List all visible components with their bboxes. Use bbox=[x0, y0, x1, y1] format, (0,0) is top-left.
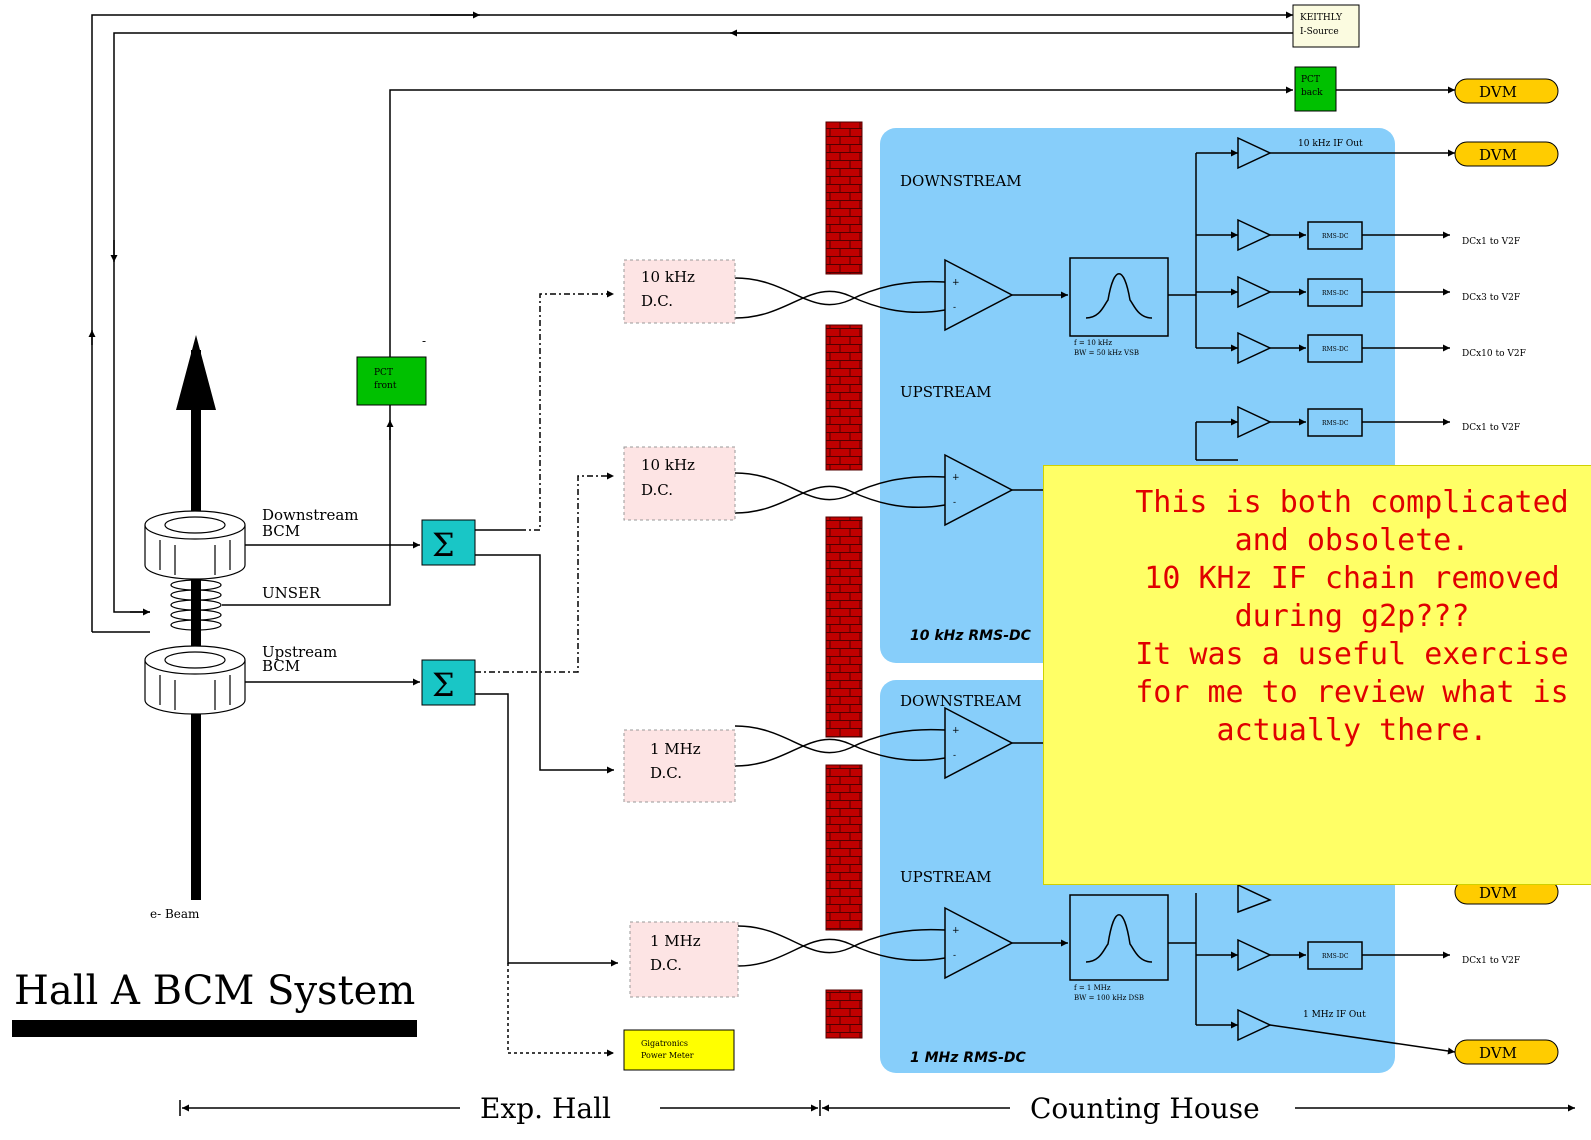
rms-dc-box-label: RMS-DC bbox=[1322, 420, 1349, 427]
downstream-bcm-label-1: Downstream bbox=[262, 506, 359, 524]
pct-back-box bbox=[1294, 66, 1337, 112]
amp-minus: - bbox=[953, 751, 956, 761]
label-upstream-2: UPSTREAM bbox=[900, 868, 991, 886]
wall-4 bbox=[825, 764, 863, 931]
dvm-1: DVM bbox=[1454, 78, 1559, 104]
dvm-label: DVM bbox=[1479, 146, 1517, 164]
output-dcx1-1: DCx1 to V2F bbox=[1462, 237, 1520, 247]
unser-label: UNSER bbox=[262, 584, 321, 602]
dc-label-1: 10 kHz bbox=[641, 456, 695, 474]
pct-front-label-1: PCT bbox=[374, 368, 393, 378]
stray-dash: - bbox=[422, 334, 426, 348]
dvm-2: DVM bbox=[1454, 141, 1559, 167]
dc-label-2: D.C. bbox=[650, 764, 682, 782]
label-10khz-rms-dc: 10 kHz RMS-DC bbox=[910, 628, 1032, 644]
wall-5 bbox=[825, 989, 863, 1039]
dc-1mhz-downstream: 1 MHz D.C. bbox=[623, 729, 736, 803]
wall-2 bbox=[825, 324, 863, 471]
label-downstream-1: DOWNSTREAM bbox=[900, 172, 1022, 190]
label-1mhz-if-out: 1 MHz IF Out bbox=[1303, 1010, 1366, 1020]
note-line-1: This is both complicated bbox=[1135, 485, 1569, 520]
dc-10khz-downstream: 10 kHz D.C. bbox=[623, 259, 736, 324]
dvm-label: DVM bbox=[1479, 1044, 1517, 1062]
dvm-label: DVM bbox=[1479, 83, 1517, 101]
pct-back-label-2: back bbox=[1301, 88, 1323, 98]
pct-back-label-1: PCT bbox=[1301, 75, 1320, 85]
dc-label-2: D.C. bbox=[650, 956, 682, 974]
rms-dc-box-label: RMS-DC bbox=[1322, 233, 1349, 240]
wall-3 bbox=[825, 516, 863, 738]
title-underline bbox=[12, 1020, 417, 1037]
dc-label-2: D.C. bbox=[641, 292, 673, 310]
sigma-icon: Σ bbox=[432, 526, 455, 564]
counting-house-label: Counting House bbox=[1030, 1092, 1260, 1125]
rms-dc-box-label: RMS-DC bbox=[1322, 346, 1349, 353]
rms-dc-box-label: RMS-DC bbox=[1322, 290, 1349, 297]
label-downstream-2: DOWNSTREAM bbox=[900, 692, 1022, 710]
output-dcx10: DCx10 to V2F bbox=[1462, 349, 1526, 359]
pct-front-label-2: front bbox=[374, 381, 397, 391]
amp-minus: - bbox=[953, 498, 956, 508]
sum-block-upstream: Σ bbox=[421, 659, 476, 706]
sigma-icon: Σ bbox=[432, 666, 455, 704]
note-line-5: It was a useful exercise bbox=[1135, 637, 1569, 672]
exp-hall-label: Exp. Hall bbox=[480, 1092, 611, 1125]
note-line-3: 10 KHz IF chain removed bbox=[1144, 561, 1560, 596]
unser-coil bbox=[170, 579, 222, 631]
diagram-title: Hall A BCM System bbox=[14, 968, 415, 1014]
amp-plus: + bbox=[952, 278, 960, 288]
amp-plus: + bbox=[952, 926, 960, 936]
dvm-4: DVM bbox=[1454, 1039, 1559, 1065]
sum-block-downstream: Σ bbox=[421, 519, 476, 566]
note-line-7: actually there. bbox=[1216, 713, 1488, 748]
wall-1 bbox=[825, 121, 863, 275]
dc-1mhz-upstream: 1 MHz D.C. bbox=[629, 921, 739, 998]
output-dcx1-3: DCx1 to V2F bbox=[1462, 956, 1520, 966]
output-dcx3: DCx3 to V2F bbox=[1462, 293, 1520, 303]
gigatronics-label-2: Power Meter bbox=[641, 1051, 694, 1060]
note-line-4: during g2p??? bbox=[1234, 599, 1470, 634]
upstream-bcm-label-1: Upstream bbox=[262, 643, 337, 661]
beam-label: e- Beam bbox=[150, 907, 200, 921]
output-dcx1-2: DCx1 to V2F bbox=[1462, 423, 1520, 433]
amp-minus: - bbox=[953, 951, 956, 961]
pct-front-box bbox=[356, 356, 427, 406]
label-1mhz-rms-dc: 1 MHz RMS-DC bbox=[910, 1050, 1027, 1066]
note-line-2: and obsolete. bbox=[1234, 523, 1470, 558]
rms-dc-box-label: RMS-DC bbox=[1322, 953, 1349, 960]
keithley-label-2: I-Source bbox=[1300, 27, 1339, 37]
dc-label-2: D.C. bbox=[641, 481, 673, 499]
dc-10khz-upstream: 10 kHz D.C. bbox=[623, 446, 736, 521]
dc-label-1: 10 kHz bbox=[641, 268, 695, 286]
downstream-bcm-cavity bbox=[144, 510, 246, 580]
filter-10k-bw: BW = 50 kHz VSB bbox=[1074, 349, 1139, 357]
keithley-label-1: KEITHLY bbox=[1300, 13, 1343, 23]
annotation-note: This is both complicated and obsolete. 1… bbox=[1043, 465, 1591, 885]
amp-plus: + bbox=[952, 726, 960, 736]
downstream-bcm-label-2: BCM bbox=[262, 522, 300, 540]
upstream-bcm-cavity bbox=[144, 645, 246, 715]
filter-1m-bw: BW = 100 kHz DSB bbox=[1074, 994, 1144, 1002]
amp-minus: - bbox=[953, 303, 956, 313]
filter-10k-freq: f = 10 kHz bbox=[1074, 339, 1112, 347]
dvm-3: DVM bbox=[1454, 879, 1559, 905]
amp-plus: + bbox=[952, 473, 960, 483]
dvm-label: DVM bbox=[1479, 884, 1517, 902]
gigatronics-box bbox=[623, 1029, 735, 1071]
dc-label-1: 1 MHz bbox=[650, 932, 701, 950]
keithley-box bbox=[1292, 4, 1360, 48]
upstream-bcm-label-2: BCM bbox=[262, 657, 300, 675]
filter-1m-freq: f = 1 MHz bbox=[1074, 984, 1111, 992]
gigatronics-label-1: Gigatronics bbox=[641, 1039, 688, 1048]
label-10khz-if-out: 10 kHz IF Out bbox=[1298, 139, 1363, 149]
note-line-6: for me to review what is bbox=[1135, 675, 1569, 710]
label-upstream-1: UPSTREAM bbox=[900, 383, 991, 401]
dc-label-1: 1 MHz bbox=[650, 740, 701, 758]
